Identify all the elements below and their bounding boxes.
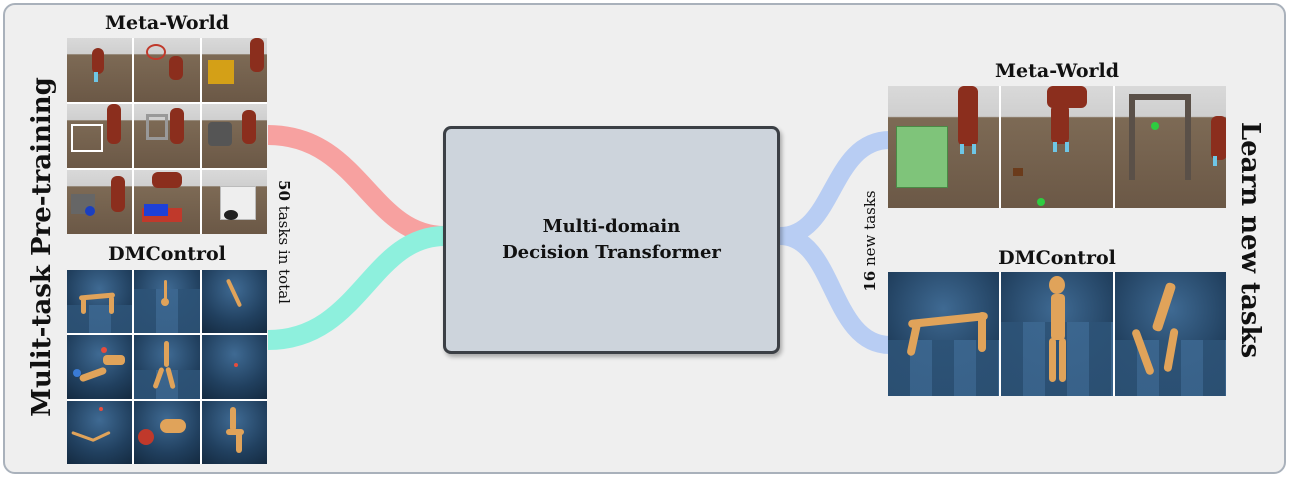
dmcontrol-task-image [67,400,133,464]
center-line-1: Multi-domain [542,216,681,237]
decision-transformer-box: Multi-domain Decision Transformer [443,126,780,354]
dmcontrol-task-image [201,335,267,399]
left-dmcontrol-title: DMControl [108,243,226,265]
metaworld-task-image [201,104,267,168]
dmcontrol-task-image [201,270,267,334]
metaworld-pretrain-grid [67,38,267,234]
dmcontrol-new-task-image [888,272,1000,396]
metaworld-task-image [134,170,200,234]
metaworld-task-image [201,38,267,102]
metaworld-task-image [67,170,133,234]
metaworld-task-image [67,104,133,168]
dmcontrol-new-grid [888,272,1226,396]
dmcontrol-task-image [134,335,200,399]
dmcontrol-task-image [67,270,133,334]
pretrain-task-count-number: 50 [275,180,293,201]
new-task-count-number: 16 [861,270,879,292]
new-task-count-text: new tasks [861,190,879,266]
metaworld-task-image [134,104,200,168]
dmcontrol-pretrain-grid [67,270,267,464]
metaworld-task-image [201,170,267,234]
pretraining-title: Mulit-task Pre-training [27,77,57,417]
center-line-2: Decision Transformer [502,242,721,263]
metaworld-new-grid [888,86,1226,208]
pretrain-task-count-text: tasks in total [275,205,293,304]
dmcontrol-new-task-image [1114,272,1226,396]
link-metaworld-to-center [267,125,446,246]
metaworld-new-task-image [888,86,1000,208]
dmcontrol-task-image [134,270,200,334]
dmcontrol-task-image [134,400,200,464]
metaworld-task-image [67,38,133,102]
metaworld-task-image [134,38,200,102]
metaworld-new-task-image [1001,86,1113,208]
dmcontrol-new-task-image [1001,272,1113,396]
link-dmcontrol-to-center [267,226,446,350]
left-metaworld-title: Meta-World [104,12,230,34]
new-task-count: 16 new tasks [861,190,879,291]
dmcontrol-task-image [67,335,133,399]
link-center-to-new-dmcontrol [778,227,891,354]
learn-new-tasks-title: Learn new tasks [1235,121,1265,359]
right-dmcontrol-title: DMControl [998,247,1116,269]
metaworld-new-task-image [1114,86,1226,208]
right-metaworld-title: Meta-World [994,60,1120,82]
pretrain-task-count: 50 tasks in total [275,180,293,304]
dmcontrol-task-image [201,400,267,464]
